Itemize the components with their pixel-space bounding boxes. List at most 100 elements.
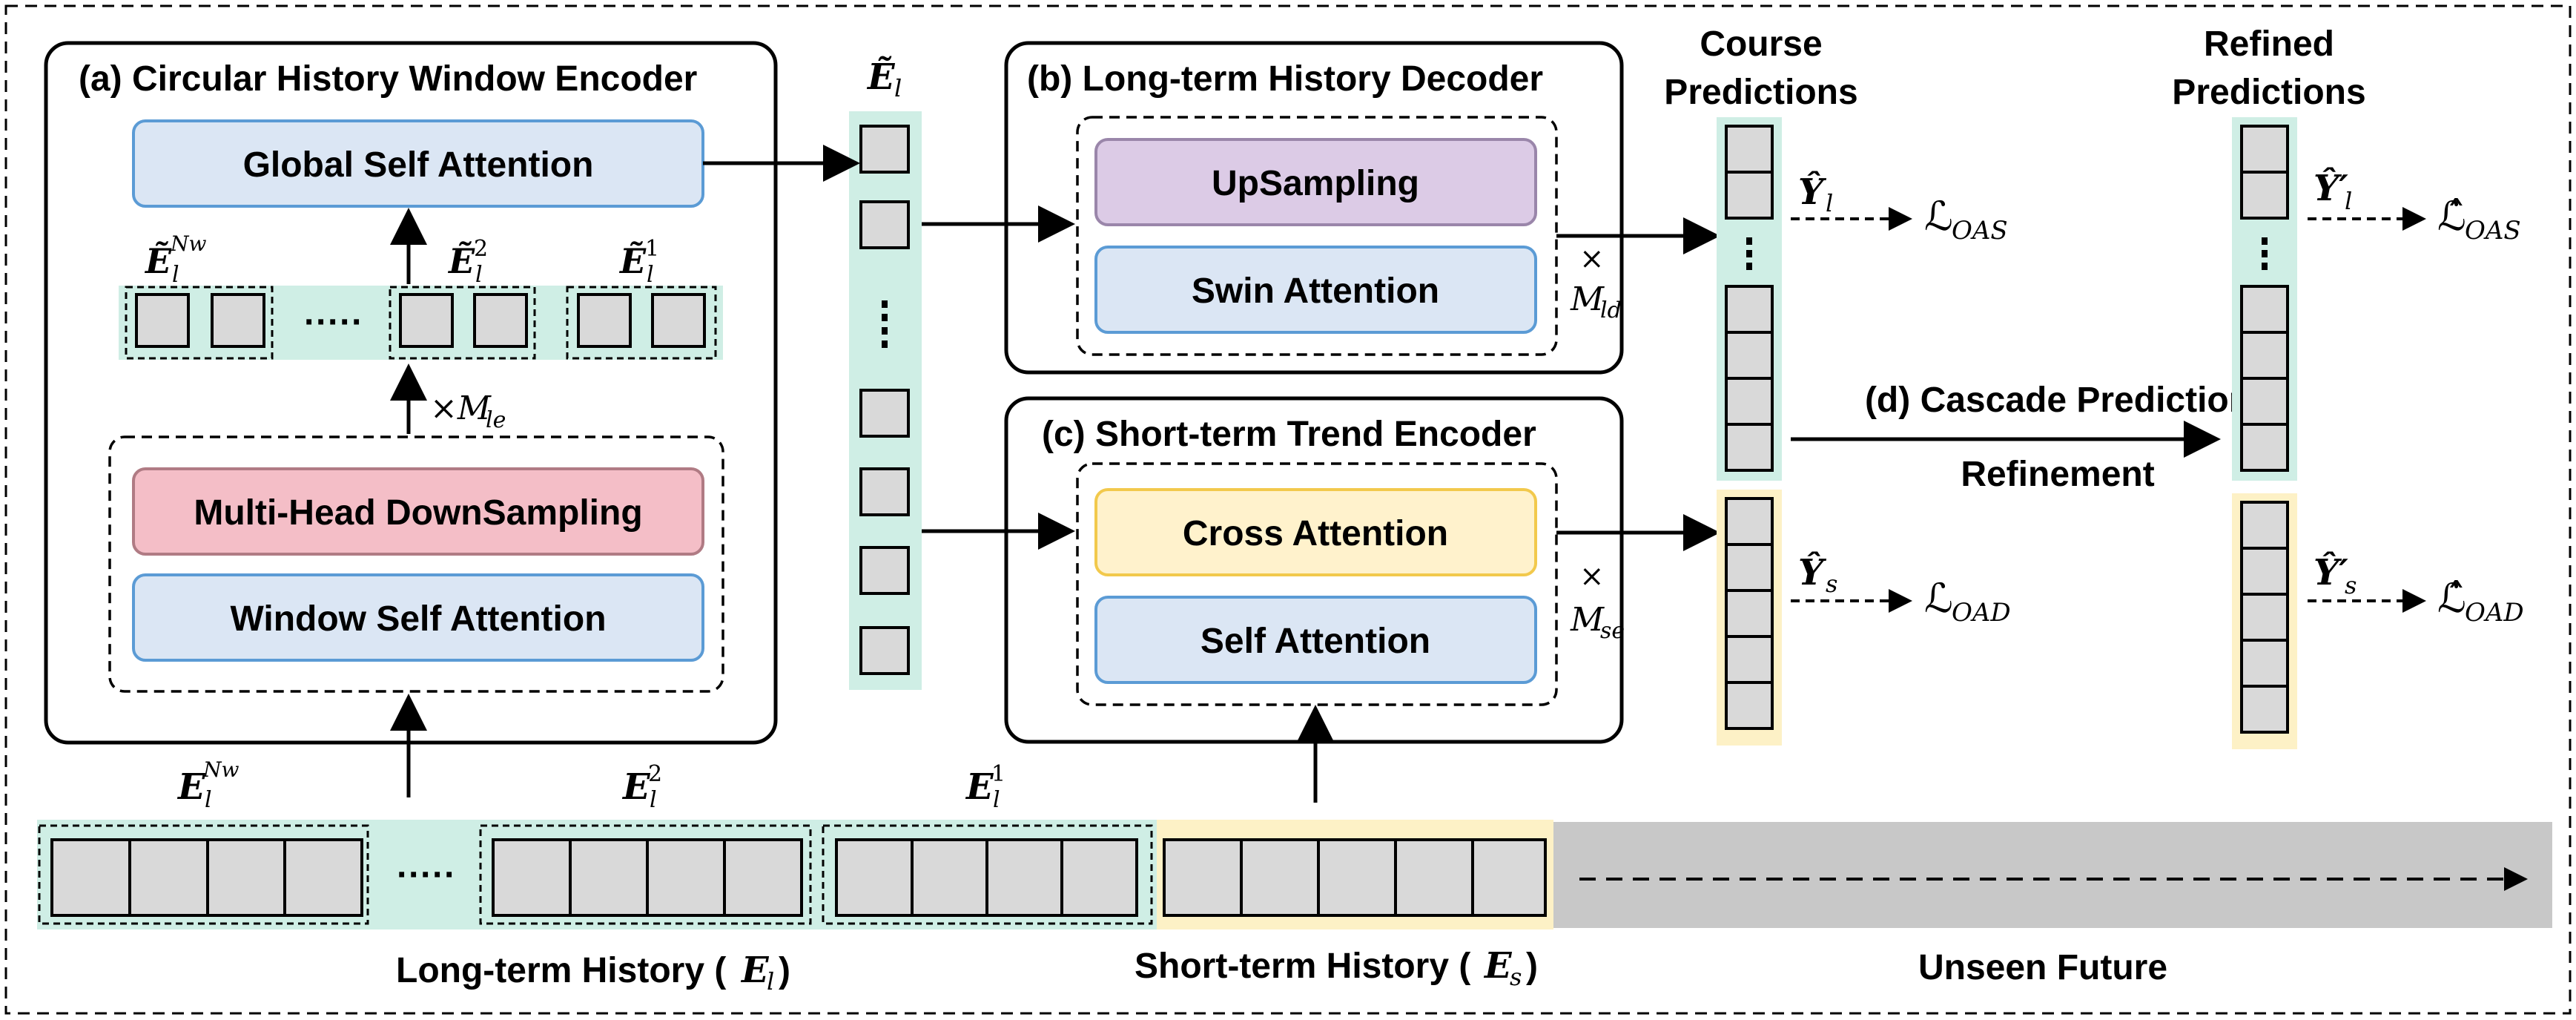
svg-text:Ẽ: Ẽ [618, 240, 647, 281]
history-window-1 [822, 824, 1153, 925]
history-window-nw [38, 824, 369, 925]
pred-cell [2240, 423, 2289, 472]
cross-attention-label: Cross Attention [1183, 514, 1448, 553]
svg-text:l: l [2345, 187, 2352, 215]
svg-text:l: l [205, 787, 212, 813]
history-cell [50, 838, 131, 917]
token-cell [859, 546, 910, 595]
pred-cell [2240, 547, 2289, 596]
label-L-hat-OAD: ℒ̂ OAD [2437, 575, 2524, 628]
svg-text:ld: ld [1600, 297, 1622, 323]
pred-cell [1725, 285, 1774, 334]
short-term-history-cells [1163, 838, 1547, 917]
svg-text:E: E [740, 950, 770, 991]
pred-cell [2240, 639, 2289, 688]
course-vertical-dots [1746, 237, 1752, 270]
window-dots: ····· [304, 303, 363, 342]
label-E-tilde-l-2: Ẽ l 2 [447, 236, 488, 288]
panel-c-title: (c) Short-term Trend Encoder [1042, 415, 1536, 454]
history-cell [1163, 838, 1243, 917]
cascade-title-line1: (d) Cascade Prediction [1865, 381, 2250, 420]
svg-text:l: l [993, 787, 1000, 813]
pred-cell [1725, 377, 1774, 426]
pred-cell [1725, 171, 1774, 220]
caption-long-term-history: Long-term History ( E l ) [396, 950, 790, 996]
token-cell [399, 293, 454, 348]
pred-cell [2240, 331, 2289, 380]
svg-text:2: 2 [474, 236, 488, 262]
history-cell [985, 838, 1063, 917]
history-cell [835, 838, 914, 917]
refined-vertical-dots [2262, 237, 2268, 270]
pred-cell [2240, 593, 2289, 642]
history-cell [911, 838, 988, 917]
svg-text:Ẽ: Ẽ [144, 240, 172, 281]
upsampling-label: UpSampling [1212, 164, 1419, 203]
refined-predictions-line2: Predictions [2172, 73, 2365, 112]
pred-cell [2240, 125, 2289, 174]
history-cell [1394, 838, 1474, 917]
cross-attention-block [1094, 488, 1537, 576]
history-cell [646, 838, 726, 917]
label-E-tilde-l-Nw: Ẽ l Nw [144, 231, 207, 288]
label-Y-hat-s: Ŷ s [1798, 550, 1837, 598]
window-self-attention-label: Window Self Attention [230, 599, 606, 639]
panel-b-title: (b) Long-term History Decoder [1027, 59, 1543, 99]
label-times-M-le: ×M le [430, 389, 506, 433]
svg-text:M: M [1570, 280, 1605, 318]
token-cell [577, 293, 632, 348]
window-1 [566, 286, 717, 360]
swin-attention-label: Swin Attention [1192, 272, 1439, 311]
token-cell [651, 293, 706, 348]
svg-text:E: E [176, 766, 206, 808]
outer-frame [4, 4, 2572, 1015]
label-L-OAS: ℒ OAS [1924, 193, 2008, 246]
upsampling-block [1094, 138, 1537, 226]
pred-cell [1725, 681, 1774, 730]
global-self-attention-label: Global Self Attention [243, 145, 594, 185]
svg-text:l: l [1826, 189, 1833, 217]
caption-short-term-history: Short-term History ( E s ) [1135, 945, 1538, 991]
svg-text:Ŷ′: Ŷ′ [2314, 166, 2348, 209]
label-Y-hat-l-prime: Ŷ′ l [2314, 166, 2352, 215]
history-cell [1060, 838, 1138, 917]
svg-text:ℒ: ℒ [1924, 193, 1953, 240]
history-cell [206, 838, 286, 917]
history-cell [569, 838, 649, 917]
pred-cell [2240, 171, 2289, 220]
svg-text:M: M [1570, 601, 1605, 639]
multi-head-downsampling-block [132, 467, 704, 556]
history-cell [1317, 838, 1397, 917]
pred-cell [1725, 589, 1774, 638]
history-window-2 [479, 824, 812, 925]
svg-text:ℒ: ℒ [1924, 575, 1953, 622]
svg-text:OAD: OAD [2465, 598, 2524, 628]
svg-text:E: E [621, 766, 651, 808]
svg-text:se: se [1600, 618, 1625, 644]
svg-text:OAS: OAS [1952, 216, 2008, 246]
svg-text:ℒ̂: ℒ̂ [2437, 575, 2466, 622]
panel-a-title: (a) Circular History Window Encoder [79, 59, 697, 99]
pred-cell [1725, 125, 1774, 174]
svg-text:l: l [894, 74, 902, 102]
svg-text:Ẽ: Ẽ [447, 240, 475, 281]
svg-text:l: l [650, 787, 657, 813]
pred-cell [2240, 501, 2289, 550]
history-cell [128, 838, 209, 917]
refined-predictions-line1: Refined [2204, 24, 2334, 64]
history-dots: ····· [397, 855, 456, 895]
history-cell [492, 838, 572, 917]
history-cell [1240, 838, 1320, 917]
pred-cell [2240, 685, 2289, 734]
caption-unseen-future: Unseen Future [1918, 948, 2167, 987]
svg-text:2: 2 [648, 761, 662, 787]
window-2 [389, 286, 536, 360]
window-nw [125, 286, 274, 360]
history-cell [1471, 838, 1547, 917]
unseen-future-band [1553, 822, 2552, 928]
svg-text:s: s [1826, 570, 1837, 598]
panel-c-repeated-block [1076, 462, 1558, 706]
svg-text:Ŷ′: Ŷ′ [2314, 550, 2348, 593]
token-cell [211, 293, 265, 348]
